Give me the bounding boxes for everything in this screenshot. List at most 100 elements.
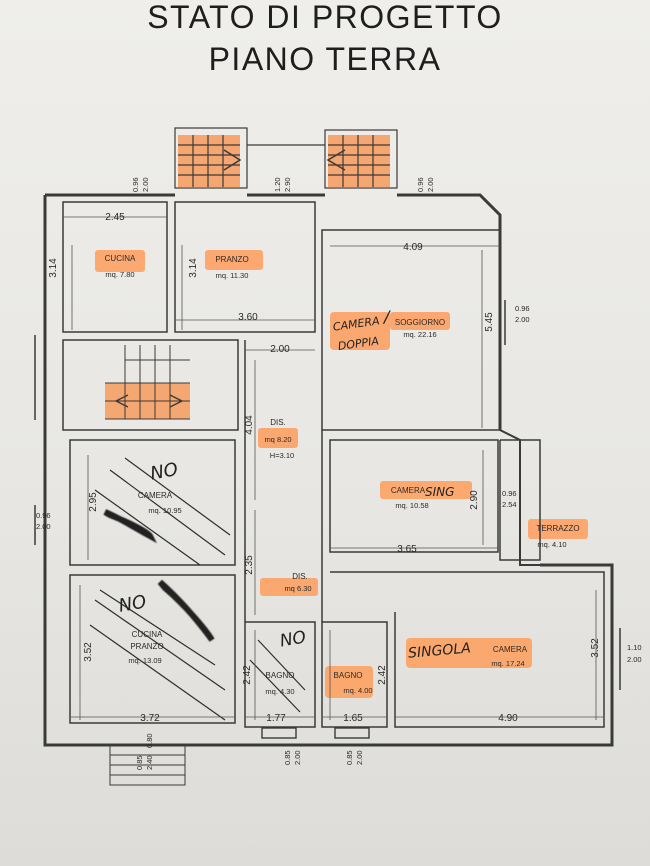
highlights [95,250,588,698]
dim-3-52-b: 3.52 [590,638,601,658]
hand-camera: CAMERA [332,314,380,333]
room-cucina-pranzo-name2: PRANZO [130,642,163,651]
dim-4-04: 4.04 [244,415,255,435]
room-camera-left-name: CAMERA [138,491,173,500]
highlight-dis2 [260,578,318,596]
dim-1-65: 1.65 [343,713,363,724]
hand-doppia: DOPPIA [337,334,380,353]
opening-w1-width: 0.96 [131,177,140,192]
room-bagno2-name: BAGNO [334,671,363,680]
opening-w7-height: 2.00 [627,655,642,664]
hand-sing: SING [425,485,454,499]
room-bagno1-name: BAGNO [266,671,295,680]
opening-labels: 0.96 2.00 1.20 2.90 0.96 2.00 0.96 2.00 … [36,177,642,770]
room-bagno2-area: mq. 4.00 [343,686,372,695]
highlight-soggiorno [390,312,450,330]
opening-w7-width: 1.10 [627,643,642,652]
opening-w10-extra: 0.80 [145,733,154,748]
dimension-lines [63,216,604,720]
scribbles [103,509,215,642]
room-camera-big-area: mq. 17.24 [491,659,524,668]
room-pranzo-name: PRANZO [215,255,248,264]
room-cucina-name: CUCINA [105,254,136,263]
handwritten-notes: CAMERA DOPPIA / SING SINGOLA NO NO NO [117,307,471,662]
opening-w5-height: 2.54 [502,500,517,509]
dim-2-95: 2.95 [88,492,99,512]
walls [34,193,621,747]
hand-singola: SINGOLA [408,640,472,661]
room-labels: CUCINA mq. 7.80 PRANZO mq. 11.30 SOGGIOR… [105,254,580,696]
opening-w2-width: 1.20 [273,177,282,192]
room-dis1-name: DIS. [270,418,286,427]
room-soggiorno-name: SOGGIORNO [395,318,445,327]
opening-w8-width: 0.85 [283,750,292,765]
room-dis1-area: mq 8.20 [264,435,291,444]
title-line-1: STATO DI PROGETTO [147,0,503,35]
opening-w9-width: 0.85 [345,750,354,765]
room-camera-big-name: CAMERA [493,645,528,654]
dimension-labels: 2.45 3.60 4.09 2.00 3.65 3.72 1.77 1.65 … [48,212,601,724]
dim-3-14-a: 3.14 [48,258,59,278]
dim-3-14-b: 3.14 [188,258,199,278]
opening-w1-height: 2.00 [141,177,150,192]
dim-2-00: 2.00 [270,344,290,355]
room-camera-singola-name: CAMERA [391,486,426,495]
opening-w8-height: 2.00 [293,750,302,765]
room-bagno1-area: mq. 4.30 [265,687,294,696]
dim-3-52-a: 3.52 [83,642,94,662]
cross-out-lines [89,457,306,721]
room-pranzo-area: mq. 11.30 [216,271,249,280]
dim-2-42-a: 2.42 [242,665,253,685]
dim-1-77: 1.77 [266,713,286,724]
dim-2-90: 2.90 [469,490,480,510]
room-dis2-name: DIS. [292,572,308,581]
opening-w6-width: 0.96 [36,511,51,520]
highlight-terrazzo [528,519,588,539]
title-line-2: PIANO TERRA [208,41,442,77]
dim-3-65: 3.65 [397,544,417,555]
hand-no-1: NO [149,459,180,484]
highlight-camera-sing [380,481,472,499]
opening-w2-height: 2.90 [283,177,292,192]
opening-w9-height: 2.00 [355,750,364,765]
opening-w10-height: 2.40 [145,755,154,770]
opening-w10-width: 0.85 [135,755,144,770]
opening-w3-width: 0.96 [416,177,425,192]
dim-2-45: 2.45 [105,212,125,223]
room-camera-left-area: mq. 10.95 [148,506,181,515]
room-cucina-pranzo-name1: CUCINA [132,630,163,639]
highlight-bagno2 [325,666,373,698]
opening-w4-width: 0.96 [515,304,530,313]
room-cucina-pranzo-area: mq. 13.09 [128,656,161,665]
highlight-singola-camera [406,638,532,668]
room-camera-singola-area: mq. 10.58 [395,501,428,510]
dim-2-35: 2.35 [244,555,255,575]
highlight-cucina [95,250,145,272]
dim-5-45: 5.45 [484,312,495,332]
opening-w5-width: 0.96 [502,489,517,498]
hand-no-2: NO [117,591,148,616]
opening-w3-height: 2.00 [426,177,435,192]
dim-3-72: 3.72 [140,713,160,724]
exterior-stairs-top [174,127,398,189]
room-cucina-area: mq. 7.80 [105,270,134,279]
room-dis2-area: mq 6.30 [284,584,311,593]
hand-slash: / [382,307,391,326]
room-terrazzo-name: TERRAZZO [536,524,579,533]
highlight-pranzo [205,250,263,270]
dim-4-90: 4.90 [498,713,518,724]
interior-stairs [105,345,190,420]
highlight-camera-doppia [330,312,390,350]
dim-2-42-b: 2.42 [377,665,388,685]
room-soggiorno-area: mq. 22.16 [403,330,436,339]
dim-3-60: 3.60 [238,312,258,323]
room-dis1-height: H=3.10 [270,451,294,460]
opening-w4-height: 2.00 [515,315,530,324]
entrance-steps [109,727,370,786]
opening-w6-height: 2.00 [36,522,51,531]
hand-no-3: NO [278,627,307,651]
highlight-dis1 [258,428,298,448]
room-terrazzo-area: mq. 4.10 [537,540,566,549]
